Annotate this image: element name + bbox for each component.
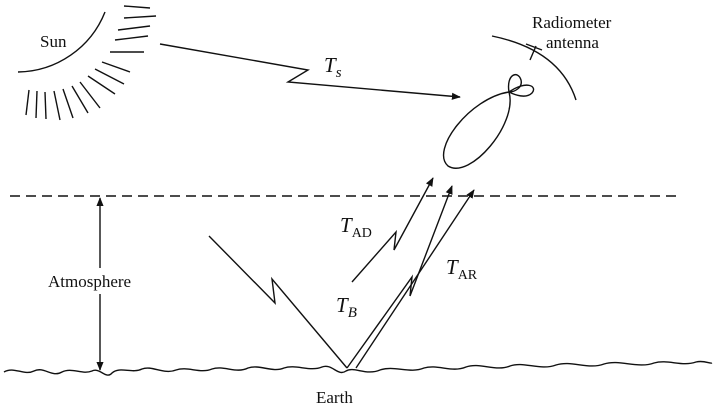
incident-ray <box>209 236 347 368</box>
tad-label: TAD <box>340 213 372 241</box>
antenna-side-lobe-2 <box>509 85 534 96</box>
ts-label: Ts <box>324 53 342 81</box>
radiometer-label-line1: Radiometer <box>532 13 612 32</box>
radiometer-label-line2: antenna <box>546 33 599 52</box>
sun-label: Sun <box>40 32 67 51</box>
ts-ray <box>160 44 460 97</box>
tar-ray <box>356 190 474 368</box>
sun-rays <box>26 6 156 120</box>
sun-icon <box>18 6 156 120</box>
tar-label: TAR <box>446 255 478 283</box>
earth-surface <box>4 361 712 375</box>
antenna-main-lobe <box>444 92 511 168</box>
earth-label: Earth <box>316 388 353 407</box>
tb-label: TB <box>336 293 357 321</box>
atmosphere-label: Atmosphere <box>48 272 131 291</box>
radiometer-antenna-icon <box>444 36 576 168</box>
tb-ray <box>347 186 452 368</box>
antenna-side-lobe-1 <box>509 75 522 92</box>
